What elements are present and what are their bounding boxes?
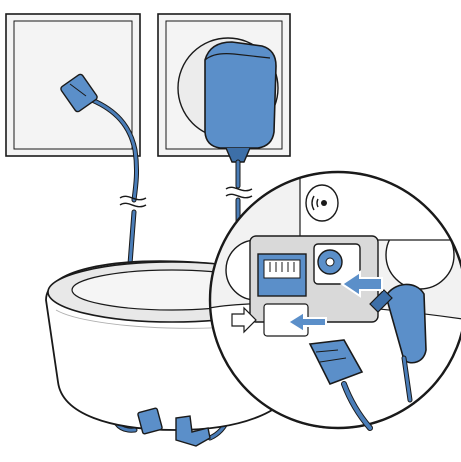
cord-break-symbol [120,187,252,206]
line-jack [258,254,306,296]
page-button-icon [306,185,338,221]
power-adapter [205,42,276,162]
